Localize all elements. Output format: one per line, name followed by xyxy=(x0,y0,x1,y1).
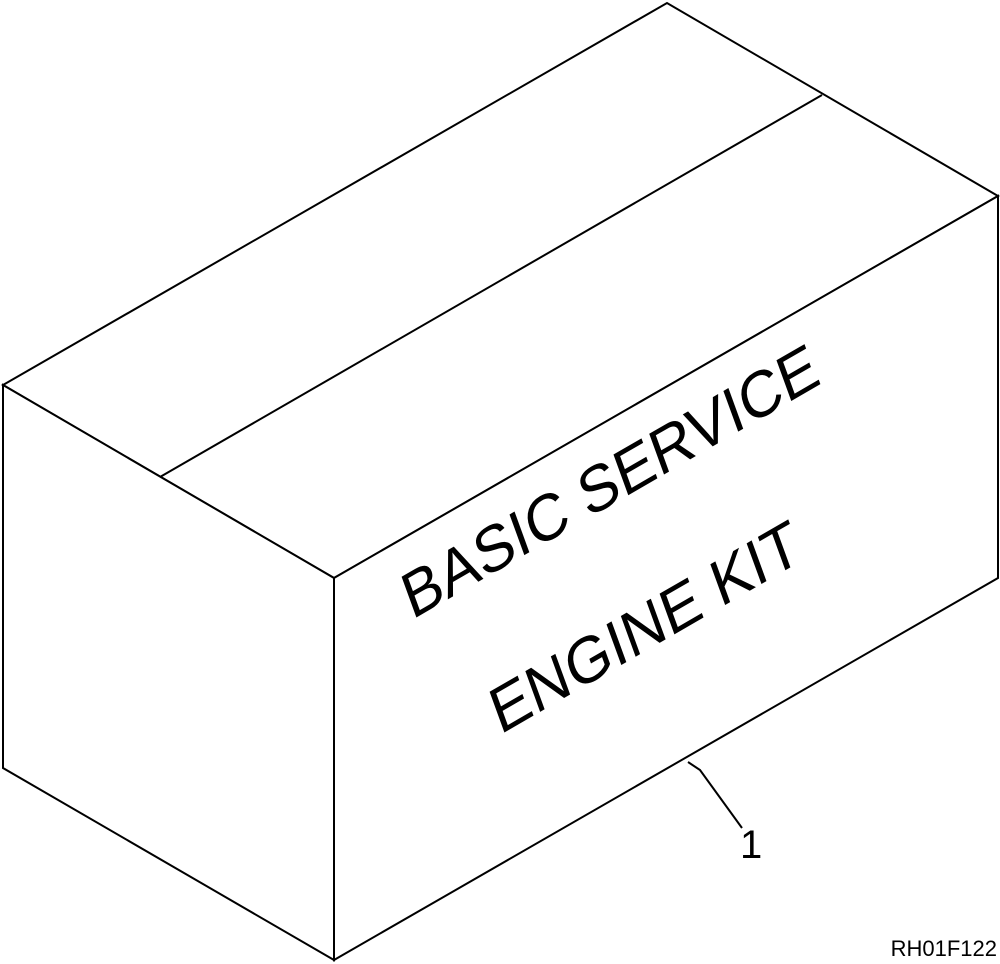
figure-id: RH01F122 xyxy=(891,936,997,961)
box-front-face xyxy=(333,194,999,962)
callout-leader-line xyxy=(687,761,743,829)
box-tape-seam xyxy=(159,94,823,478)
callout-number: 1 xyxy=(740,823,762,867)
